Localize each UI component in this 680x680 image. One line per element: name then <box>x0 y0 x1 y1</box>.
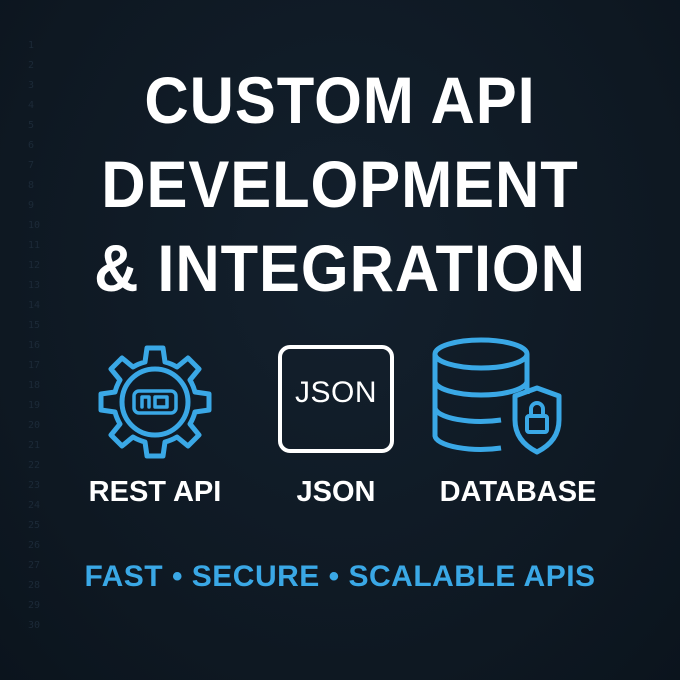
feature-label: JSON <box>296 476 376 508</box>
json-box-icon: JSON <box>276 344 396 459</box>
headline-line-2: DEVELOPMENT <box>101 147 579 221</box>
feature-database: DATABASE <box>408 336 628 526</box>
tagline: FAST • SECURE • SCALABLE APIS <box>84 560 596 593</box>
headline-line-3: & INTEGRATION <box>94 231 586 305</box>
feature-label: DATABASE <box>439 476 597 508</box>
json-icon-text: JSON <box>294 376 377 409</box>
database-lock-icon <box>431 336 581 471</box>
feature-json: JSON JSON <box>226 336 446 526</box>
feature-label: REST API <box>88 476 222 508</box>
gear-icon <box>89 336 221 473</box>
headline: CUSTOM API DEVELOPMENT & INTEGRATION <box>24 58 656 310</box>
headline-line-1: CUSTOM API <box>144 63 536 137</box>
feature-rest-api: REST API <box>45 336 265 526</box>
